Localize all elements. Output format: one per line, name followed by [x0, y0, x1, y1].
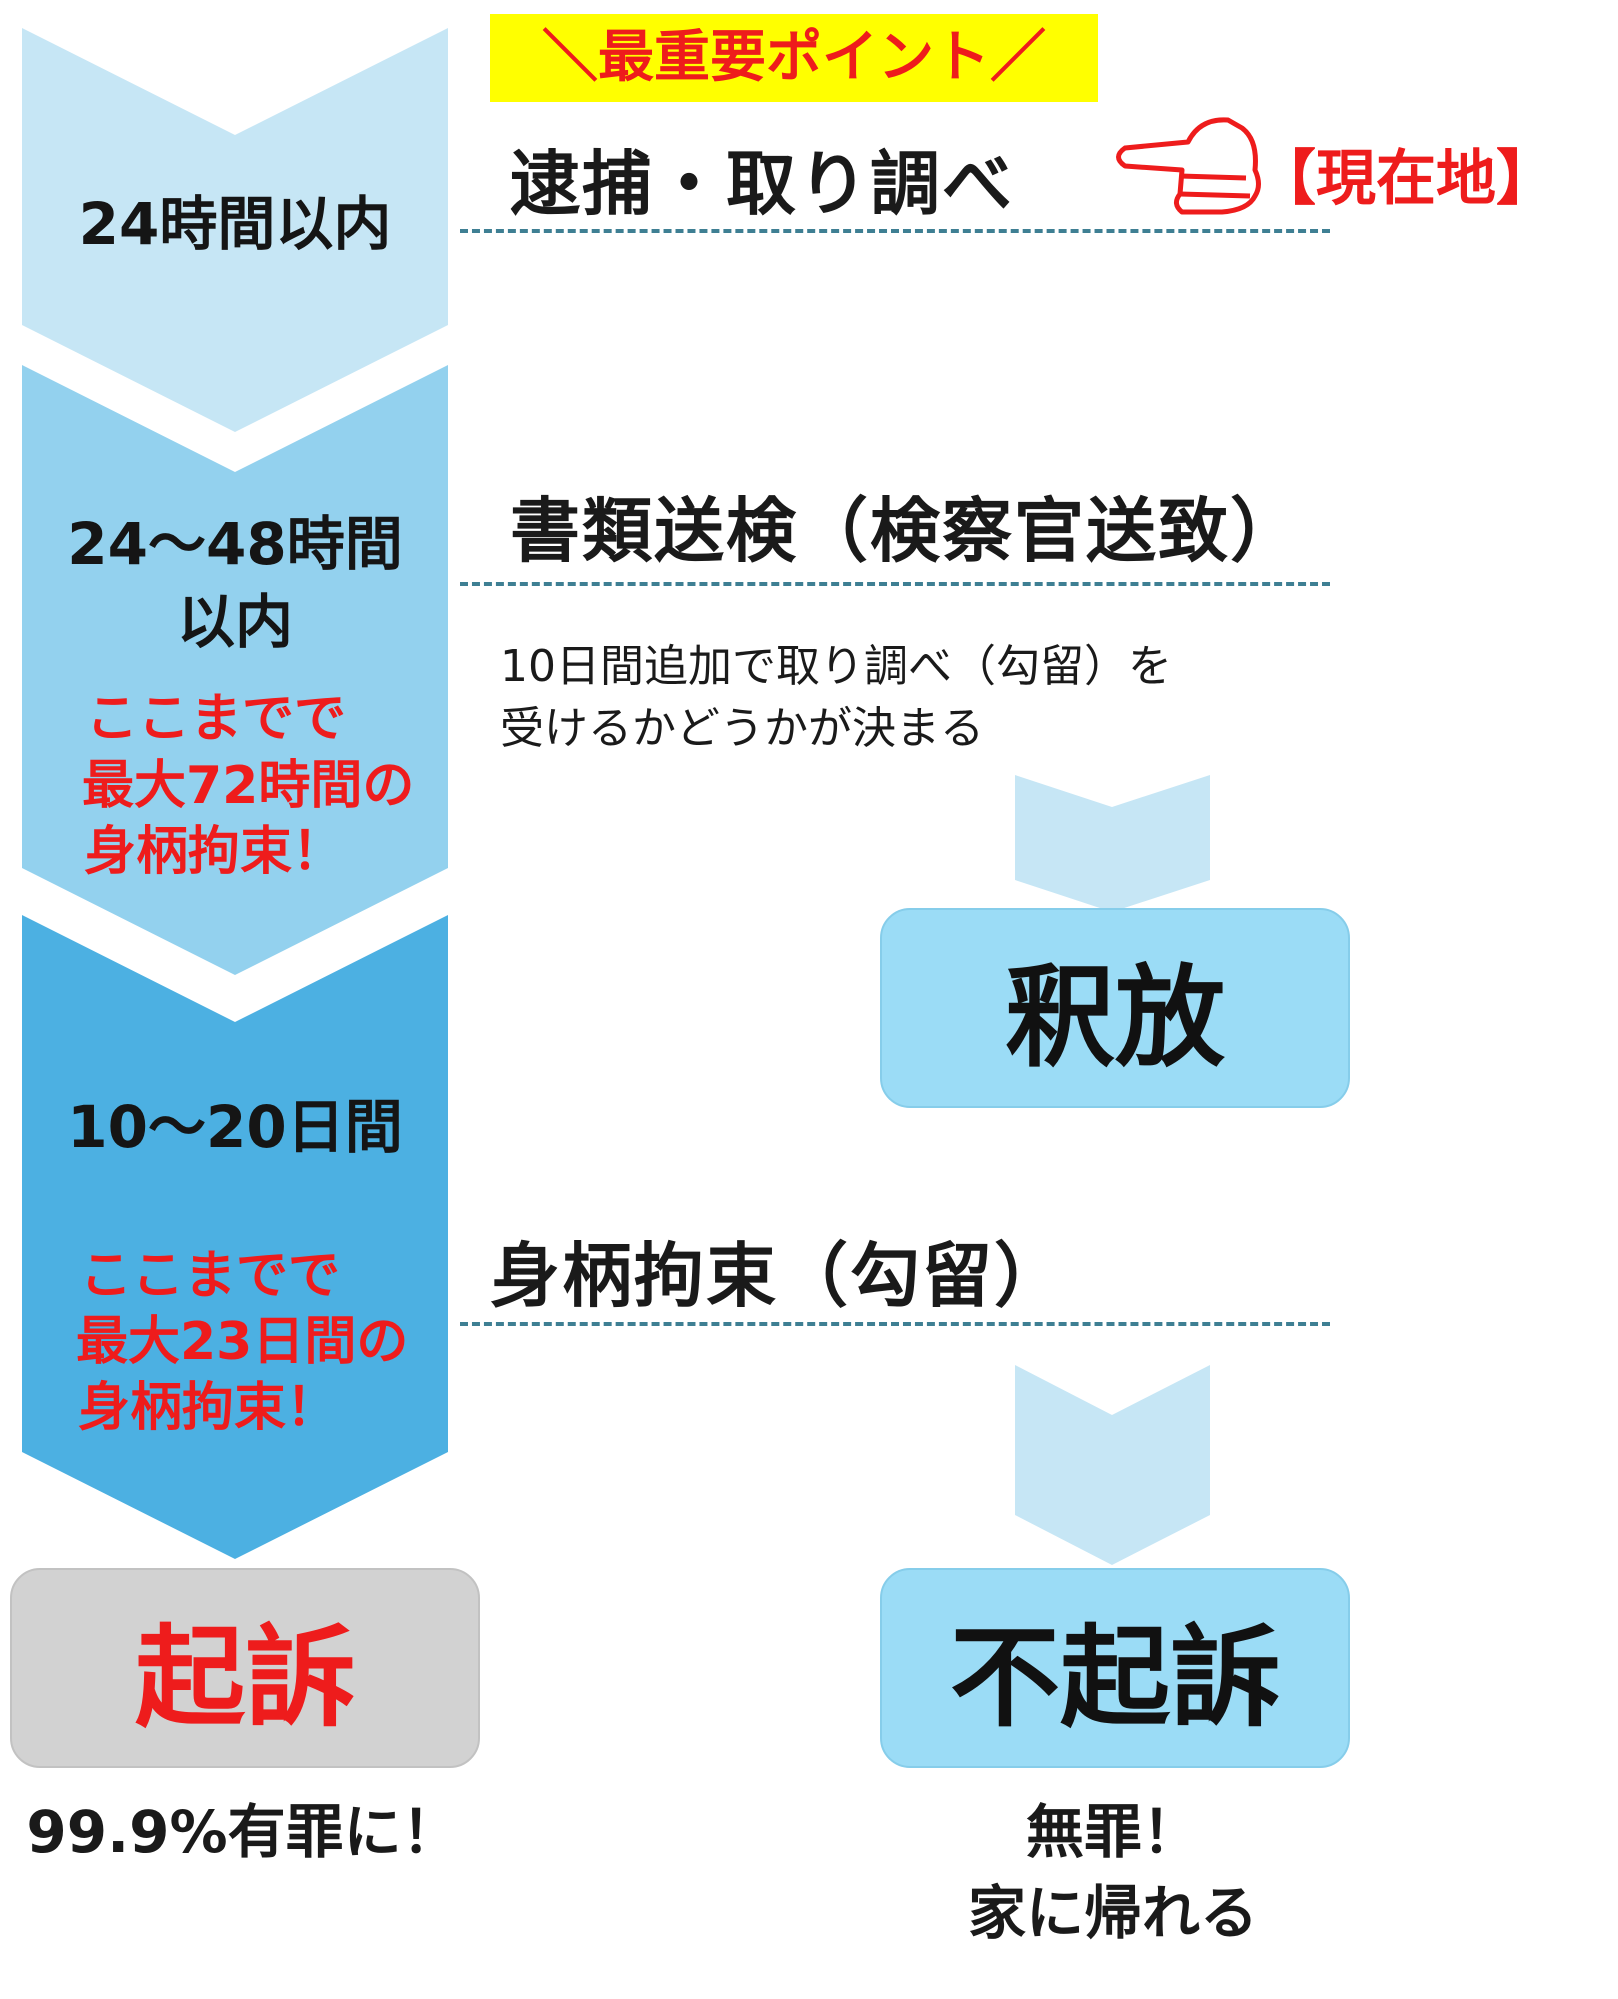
arrow-to-no-indict-chevron [1015, 1365, 1210, 1565]
stage-2-chevron [22, 365, 448, 975]
stage-3-note-line1: ここまでで [80, 1246, 341, 1306]
indict-box: 起訴 [10, 1568, 480, 1768]
stage-3-label: 10〜20日間 [67, 1093, 403, 1161]
no-indict-caption-line1: 無罪！ [1025, 1798, 1200, 1866]
step-referral-desc-line1: 10日間追加で取り調べ（勾留）を [500, 641, 1172, 692]
stage-2-note-line3: 身柄拘束！ [84, 822, 345, 882]
step-arrest-divider [460, 229, 1330, 233]
step-detention-divider [460, 1322, 1330, 1326]
stage-2-note-line1: ここまでで [86, 689, 347, 749]
highlight-banner [490, 14, 1098, 102]
stage-1-chevron [22, 28, 448, 432]
release-label: 釈放 [1005, 954, 1225, 1082]
stage-2-note-line2: 最大72時間の [82, 756, 415, 816]
stage-3-chevron [22, 915, 448, 1559]
highlight-text: ＼最重要ポイント／ [542, 25, 1046, 90]
step-referral-divider [460, 582, 1330, 586]
stage-3-note-line2: 最大23日間の [76, 1312, 409, 1372]
stage-2-label-line1: 24〜48時間 [67, 510, 403, 578]
step-arrest-title: 逮捕・取り調べ [510, 143, 1014, 225]
current-location-label: 【現在地】 [1256, 144, 1556, 214]
no-indict-label: 不起訴 [950, 1614, 1280, 1742]
release-box: 釈放 [880, 908, 1350, 1108]
arrow-to-release-chevron [1015, 775, 1210, 912]
pointing-hand-icon [1116, 117, 1261, 215]
step-detention-title: 身柄拘束（勾留） [490, 1235, 1066, 1317]
stage-3-note-line3: 身柄拘束！ [78, 1378, 339, 1438]
step-referral-title: 書類送検（検察官送致） [510, 490, 1302, 572]
stage-2-label-line2: 以内 [176, 588, 293, 656]
no-indict-caption-line2: 家に帰れる [967, 1879, 1258, 1947]
step-referral-desc-line2: 受けるかどうかが決まる [500, 703, 984, 754]
no-indict-box: 不起訴 [880, 1568, 1350, 1768]
indict-label: 起訴 [135, 1614, 355, 1742]
indict-caption: 99.9%有罪に！ [26, 1798, 460, 1866]
stage-1-label: 24時間以内 [78, 190, 392, 258]
